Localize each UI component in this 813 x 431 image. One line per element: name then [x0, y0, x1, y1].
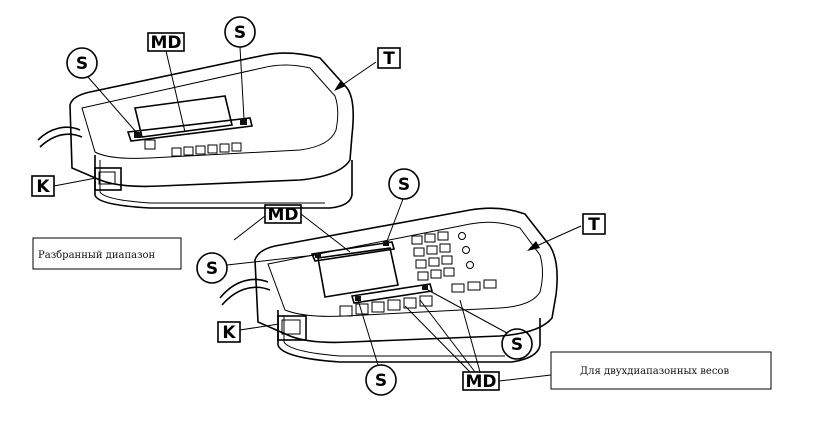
bottom-k-label: K — [222, 323, 236, 343]
bottom-s-left-circle — [196, 252, 228, 284]
bottom-function-keys — [339, 295, 433, 317]
bottom-s-top-circle — [388, 168, 420, 200]
top-terminal — [37, 52, 354, 209]
bottom-s-right-label: S — [511, 335, 523, 355]
bottom-k-box — [217, 321, 241, 343]
range-caption: Разбранный диапазон — [38, 250, 156, 261]
bottom-numeric-keypad — [411, 231, 455, 281]
bottom-connector — [277, 315, 307, 341]
bottom-md-lower-label: MD — [465, 372, 496, 392]
bottom-display-strip — [310, 241, 396, 262]
top-t-box — [377, 47, 401, 69]
bottom-s-lower-circle — [365, 364, 397, 396]
top-housing — [69, 52, 354, 188]
bottom-housing — [254, 207, 558, 344]
bottom-t-box — [582, 213, 606, 235]
top-display-strip — [126, 117, 253, 142]
bottom-s-left-label: S — [206, 259, 218, 279]
bottom-display — [317, 247, 399, 298]
bottom-s-top-label: S — [398, 175, 410, 195]
top-cable — [37, 126, 83, 148]
top-s-right-label: S — [234, 23, 246, 43]
range-caption-box — [32, 237, 182, 270]
top-s-left-label: S — [76, 54, 88, 74]
top-md-label: MD — [150, 33, 181, 53]
dual-range-caption: Для двухдиапазонных весов — [580, 366, 729, 377]
bottom-base — [277, 310, 541, 363]
dual-range-caption-box — [550, 351, 772, 390]
bottom-s-lower-label: S — [375, 371, 387, 391]
top-display — [134, 95, 233, 138]
bottom-s-right-circle — [501, 328, 533, 360]
bottom-terminal — [219, 207, 558, 363]
top-keypad — [144, 139, 242, 157]
top-k-label: K — [36, 177, 50, 197]
bottom-lower-strip — [350, 283, 434, 304]
bottom-md-upper-label: MD — [267, 205, 298, 225]
top-t-label: T — [383, 49, 395, 69]
top-base — [94, 155, 353, 209]
bottom-cable — [219, 278, 271, 306]
bottom-t-label: T — [588, 215, 600, 235]
top-s-left-circle — [66, 47, 98, 79]
top-connector — [94, 167, 122, 191]
